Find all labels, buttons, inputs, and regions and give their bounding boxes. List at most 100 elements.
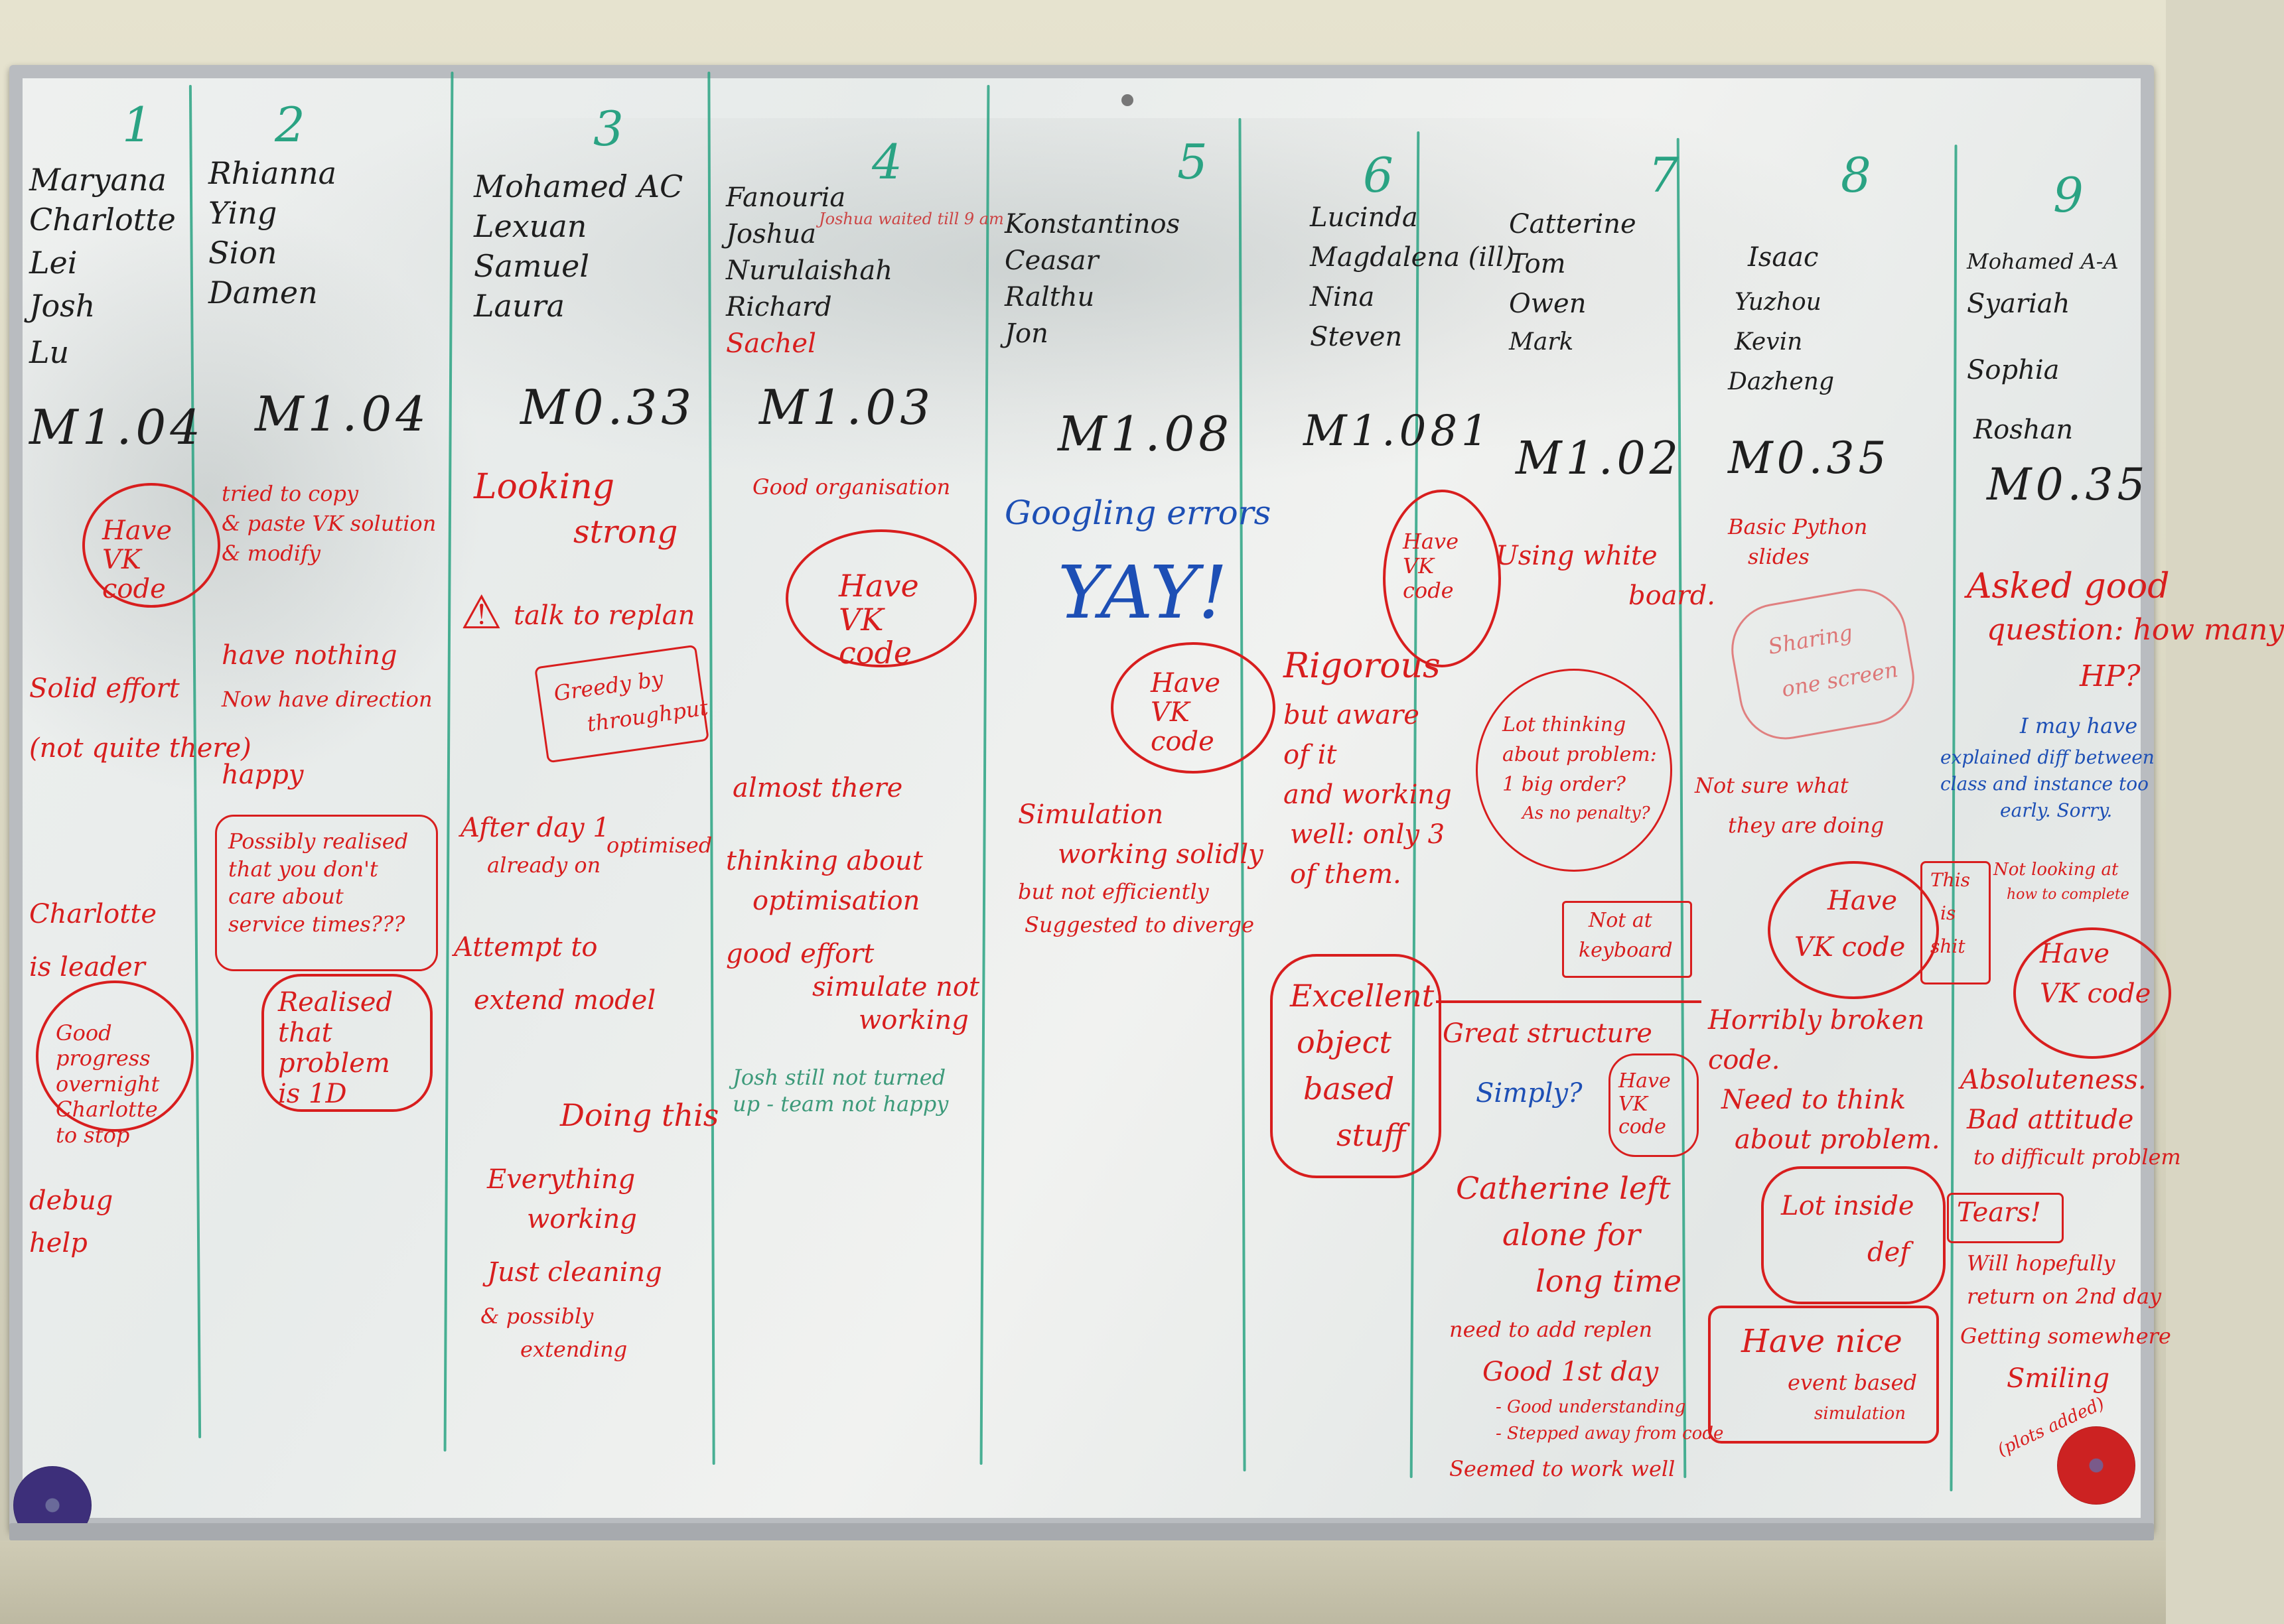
member-name: Nurulaishah bbox=[726, 255, 892, 286]
eraser-smudge bbox=[222, 118, 1881, 490]
note: Everything bbox=[487, 1164, 636, 1195]
note-box bbox=[1920, 861, 1991, 984]
note: working bbox=[527, 1204, 637, 1235]
note-box bbox=[1761, 1166, 1946, 1304]
note: Will hopefully bbox=[1967, 1251, 2115, 1276]
note: Josh still not turned bbox=[733, 1065, 946, 1090]
note-oval bbox=[1768, 861, 1939, 999]
note: event based bbox=[1788, 1370, 1917, 1395]
note: & paste VK solution bbox=[222, 511, 437, 536]
note: early. Sorry. bbox=[2000, 799, 2113, 821]
member-name: Yuzhou bbox=[1735, 289, 1821, 316]
member-name: Syariah bbox=[1967, 289, 2070, 319]
note: Now have direction bbox=[222, 687, 433, 712]
note: optimisation bbox=[752, 886, 920, 916]
note: Have bbox=[2040, 939, 2109, 969]
note: Lot inside bbox=[1781, 1191, 1914, 1221]
member-name: Sophia bbox=[1967, 355, 2060, 385]
note: & possibly bbox=[480, 1304, 594, 1329]
board-clip bbox=[1121, 94, 1133, 106]
note: Simulation bbox=[1018, 799, 1164, 830]
note: thinking about bbox=[726, 846, 923, 876]
member-name: Lu bbox=[29, 334, 70, 370]
note: HP? bbox=[2080, 659, 2141, 693]
note-oval bbox=[82, 483, 220, 608]
note: of them. bbox=[1290, 859, 1401, 890]
note: Have nice bbox=[1741, 1323, 1902, 1360]
note-box bbox=[1608, 1053, 1699, 1157]
member-name: Mohamed A-A bbox=[1967, 249, 2119, 274]
note: Looking bbox=[474, 467, 615, 507]
note: have nothing bbox=[222, 640, 397, 671]
note: extending bbox=[520, 1337, 628, 1362]
note: - Good understanding bbox=[1496, 1397, 1686, 1417]
note: Good 1st day bbox=[1482, 1357, 1659, 1387]
note-box bbox=[215, 815, 438, 971]
note: Solid effort bbox=[29, 673, 180, 704]
note: return on 2nd day bbox=[1967, 1284, 2162, 1309]
note: working solidly bbox=[1058, 839, 1263, 870]
column-divider bbox=[1950, 144, 1958, 1492]
member-name: Steven bbox=[1310, 322, 1403, 352]
member-name: Konstantinos bbox=[1005, 209, 1180, 239]
note: - Stepped away from code bbox=[1496, 1424, 1724, 1444]
note: Not sure what bbox=[1695, 773, 1849, 798]
note: how to complete bbox=[2007, 886, 2129, 903]
note: of it bbox=[1283, 740, 1337, 770]
member-name: Isaac bbox=[1748, 242, 1819, 273]
note: Not looking at bbox=[1993, 860, 2119, 880]
note: Googling errors bbox=[1005, 494, 1271, 532]
note: & modify bbox=[222, 541, 321, 566]
note: strong bbox=[573, 513, 678, 551]
note: Seemed to work well bbox=[1449, 1456, 1676, 1481]
member-name: Ralthu bbox=[1005, 282, 1095, 312]
note: need to add replen bbox=[1449, 1317, 1653, 1342]
note: shit bbox=[1930, 935, 1965, 957]
group-number: 8 bbox=[1841, 147, 1871, 203]
room-label: M0.35 bbox=[1728, 433, 1891, 484]
note-oval bbox=[1476, 669, 1672, 872]
note: Basic Python bbox=[1728, 514, 1868, 539]
group-number: 7 bbox=[1648, 147, 1679, 203]
note: Just cleaning bbox=[487, 1257, 662, 1288]
note: 1 big order? bbox=[1502, 773, 1626, 796]
note: This bbox=[1930, 869, 1971, 891]
member-name: Sion bbox=[208, 235, 277, 271]
note: Tears! bbox=[1957, 1197, 2041, 1228]
note: YAY! bbox=[1058, 550, 1228, 635]
note: but aware bbox=[1283, 700, 1419, 730]
note: stuff bbox=[1336, 1117, 1406, 1153]
divider-line bbox=[1436, 1000, 1701, 1003]
note: Absoluteness. bbox=[1960, 1065, 2147, 1095]
note: long time bbox=[1535, 1263, 1682, 1299]
note: working bbox=[859, 1005, 969, 1036]
room-label: M1.03 bbox=[759, 379, 935, 435]
note: but not efficiently bbox=[1018, 879, 1209, 904]
note: VK code bbox=[1794, 932, 1906, 963]
note: Have VK code bbox=[1618, 1069, 1671, 1138]
note: Not at bbox=[1589, 909, 1652, 932]
note: VK code bbox=[2040, 979, 2151, 1009]
note: Joshua waited till 9 am bbox=[819, 210, 1004, 228]
room-label: M0.35 bbox=[1987, 459, 2149, 510]
member-name: Lucinda bbox=[1310, 202, 1418, 233]
note-box bbox=[261, 974, 433, 1112]
note: Attempt to bbox=[454, 932, 598, 963]
note: tried to copy bbox=[222, 481, 359, 506]
member-name: Ceasar bbox=[1005, 245, 1099, 276]
member-name: Dazheng bbox=[1728, 368, 1835, 395]
note: optimised bbox=[607, 833, 713, 858]
member-name: Tom bbox=[1509, 249, 1566, 279]
whiteboard: 1 Maryana Charlotte Lei Josh Lu M1.04 Ha… bbox=[23, 71, 2284, 1518]
member-name: Laura bbox=[474, 288, 565, 324]
group-number: 2 bbox=[275, 97, 305, 153]
member-name: Kevin bbox=[1735, 328, 1803, 356]
note: talk to replan bbox=[514, 600, 695, 631]
note: Have bbox=[1827, 886, 1897, 916]
note: they are doing bbox=[1728, 813, 1885, 838]
note: simulation bbox=[1814, 1404, 1906, 1424]
member-name: Samuel bbox=[474, 248, 590, 284]
note: Suggested to diverge bbox=[1025, 912, 1255, 937]
room-label: M1.08 bbox=[1058, 406, 1234, 462]
note: happy bbox=[222, 760, 304, 790]
